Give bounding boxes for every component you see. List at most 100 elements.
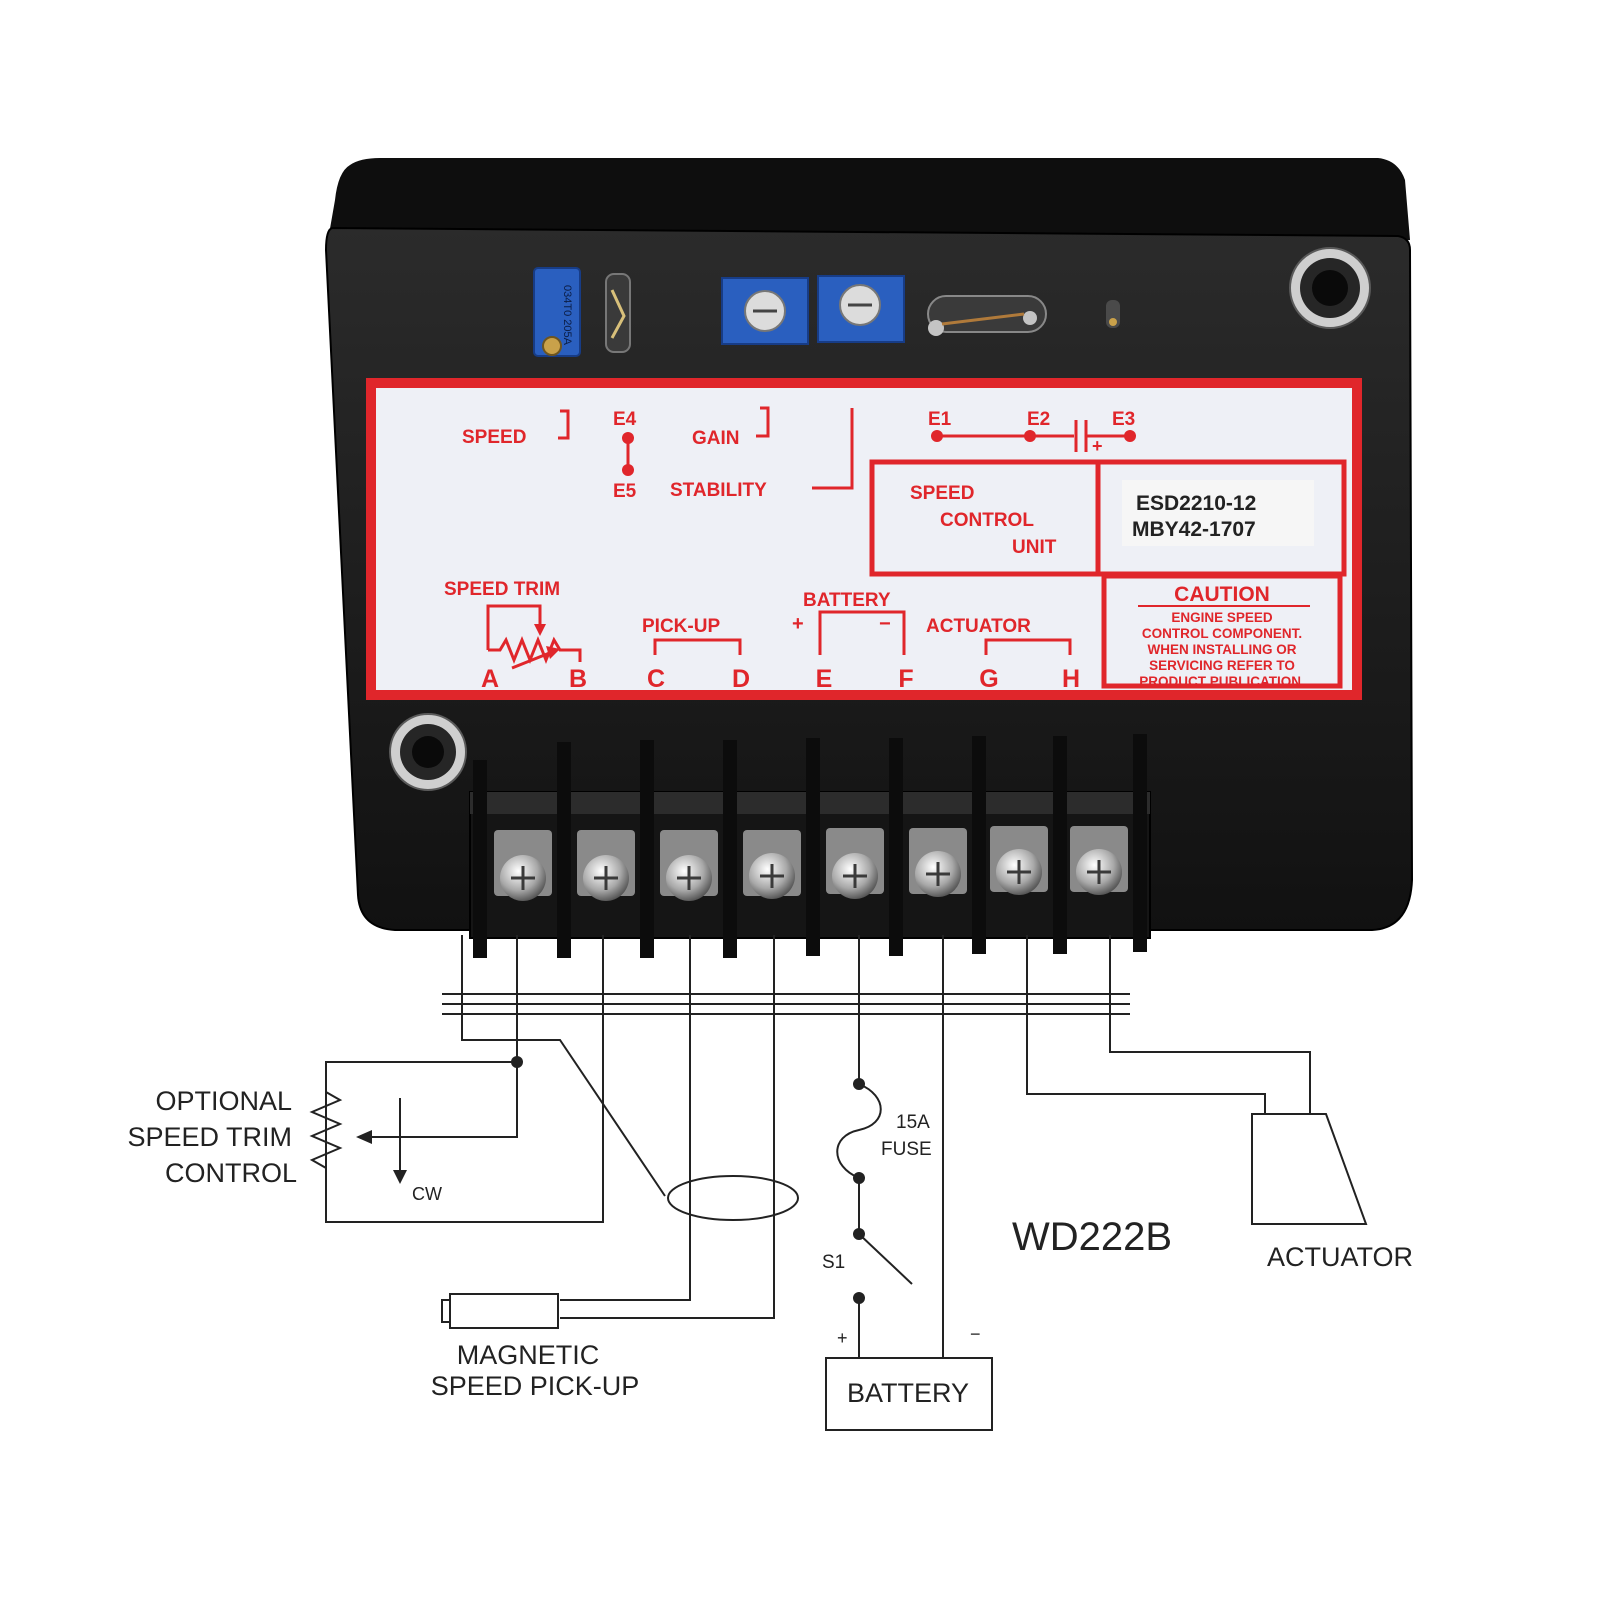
unit-title-line1: SPEED (910, 483, 974, 504)
model-sticker (1122, 480, 1314, 546)
magnetic-pickup-tip (441, 1299, 451, 1323)
mounting-hole-top-right (1289, 247, 1371, 329)
terminal-label-c: C (647, 665, 665, 693)
gain-bracket (756, 406, 770, 438)
battery-bracket (818, 610, 906, 655)
label-plate: SPEED E4 E5 GAIN STABILITY E1 E2 E3 + (366, 378, 1362, 700)
unit-title-line3: UNIT (1012, 537, 1057, 558)
fuse-line2: FUSE (881, 1139, 932, 1160)
terminal-screw-h[interactable] (1070, 826, 1128, 895)
fuse-symbol (836, 1083, 882, 1179)
trim-wiper-arrow (356, 1130, 372, 1144)
label-e2: E2 (1027, 409, 1050, 430)
gain-potentiometer[interactable] (721, 277, 809, 345)
label-stability: STABILITY (670, 480, 767, 501)
label-gain: GAIN (692, 428, 740, 449)
e3-dot (1124, 430, 1136, 442)
terminal-screw-g[interactable] (990, 826, 1048, 895)
e5-dot (622, 464, 634, 476)
wiring-lines (309, 935, 1368, 1431)
speed-bracket (558, 409, 570, 440)
wire-c (325, 935, 604, 1223)
terminal-screw-e[interactable] (826, 828, 884, 899)
terminal-screw-b[interactable] (577, 830, 635, 901)
label-e1: E1 (928, 409, 952, 430)
terminal-screw-a[interactable] (494, 830, 552, 901)
wire-i (1109, 935, 1311, 1114)
fuse-line1: 15A (896, 1112, 930, 1133)
label-actuator: ACTUATOR (926, 616, 1031, 637)
stability-potentiometer[interactable] (817, 275, 905, 343)
terminal-label-h: H (1062, 665, 1080, 693)
terminal-label-f: F (898, 665, 913, 693)
jumper-e4-e5 (605, 273, 631, 353)
label-pickup: PICK-UP (642, 616, 720, 637)
terminal-label-b: B (569, 665, 587, 693)
device-top-edge (328, 158, 1410, 240)
wire-a (461, 935, 666, 1197)
pickup-line1: MAGNETIC (457, 1340, 600, 1370)
trim-resistor (309, 1062, 343, 1222)
capacitor-e1-e2 (927, 295, 1047, 336)
label-speed-trim: SPEED TRIM (444, 579, 560, 600)
label-e4: E4 (613, 409, 637, 430)
battery-minus-label: − (970, 1324, 981, 1344)
model-line1: ESD2210-12 (1136, 492, 1256, 515)
speed-control-unit-device: 034T0 205A (324, 158, 1414, 958)
terminal-label-d: D (732, 665, 750, 693)
optional-trim-line3: CONTROL (165, 1158, 297, 1188)
unit-title-line2: CONTROL (940, 510, 1034, 531)
jumper-e3 (1106, 300, 1120, 328)
terminal-screw-c[interactable] (660, 830, 718, 901)
pickup-line2: SPEED PICK-UP (431, 1371, 640, 1401)
caution-title: CAUTION (1174, 583, 1270, 606)
trim-wiper (368, 1062, 518, 1138)
wiring-labels: OPTIONAL SPEED TRIM CONTROL CW MAGNETIC … (127, 1086, 1413, 1408)
terminal-screw-d[interactable] (743, 830, 801, 899)
caution-line-1: ENGINE SPEED (1171, 610, 1273, 625)
cw-label: CW (412, 1184, 442, 1204)
battery-plus-label: + (837, 1328, 848, 1348)
speed-trim-symbol (486, 604, 582, 670)
capacitor-plus: + (1092, 436, 1103, 456)
caution-box (1101, 573, 1343, 689)
caution-line-4: SERVICING REFER TO (1149, 658, 1295, 673)
model-label: WD222B (1012, 1215, 1172, 1259)
switch-label: S1 (822, 1252, 845, 1273)
actuator-symbol (1251, 1113, 1368, 1225)
battery-label: BATTERY (847, 1378, 969, 1408)
actuator-bracket (984, 638, 1072, 655)
label-speed: SPEED (462, 427, 526, 448)
wire-h (1026, 935, 1266, 1114)
wire-e (560, 935, 775, 1319)
shield-ellipse (667, 1175, 799, 1221)
caution-line-5: PRODUCT PUBLICATION. (1139, 674, 1305, 689)
cw-arrow-head (393, 1170, 407, 1184)
model-line2: MBY42-1707 (1132, 518, 1256, 541)
caution-line-3: WHEN INSTALLING OR (1148, 642, 1297, 657)
optional-trim-line1: OPTIONAL (155, 1086, 292, 1116)
terminal-label-a: A (481, 665, 499, 693)
terminal-screw-f[interactable] (909, 828, 967, 897)
caution-line-2: CONTROL COMPONENT. (1142, 626, 1302, 641)
pickup-bracket (653, 638, 742, 655)
trimpot-marking: 034T0 205A (561, 285, 573, 346)
terminal-label-e: E (816, 665, 833, 693)
label-battery-plus: + (792, 613, 804, 635)
speed-trimpot[interactable]: 034T0 205A (533, 267, 581, 357)
label-battery-minus: − (879, 613, 891, 635)
label-e3: E3 (1112, 409, 1135, 430)
magnetic-pickup-body (449, 1293, 559, 1329)
mounting-hole-bottom-left (389, 713, 467, 791)
wire-d (560, 935, 691, 1301)
stability-bracket (812, 408, 854, 490)
terminal-label-g: G (979, 665, 998, 693)
label-e5: E5 (613, 481, 637, 502)
actuator-label: ACTUATOR (1267, 1242, 1413, 1272)
battery-box (825, 1357, 993, 1431)
optional-trim-line2: SPEED TRIM (127, 1122, 292, 1152)
label-battery: BATTERY (803, 590, 891, 611)
switch-blade (858, 1233, 913, 1285)
